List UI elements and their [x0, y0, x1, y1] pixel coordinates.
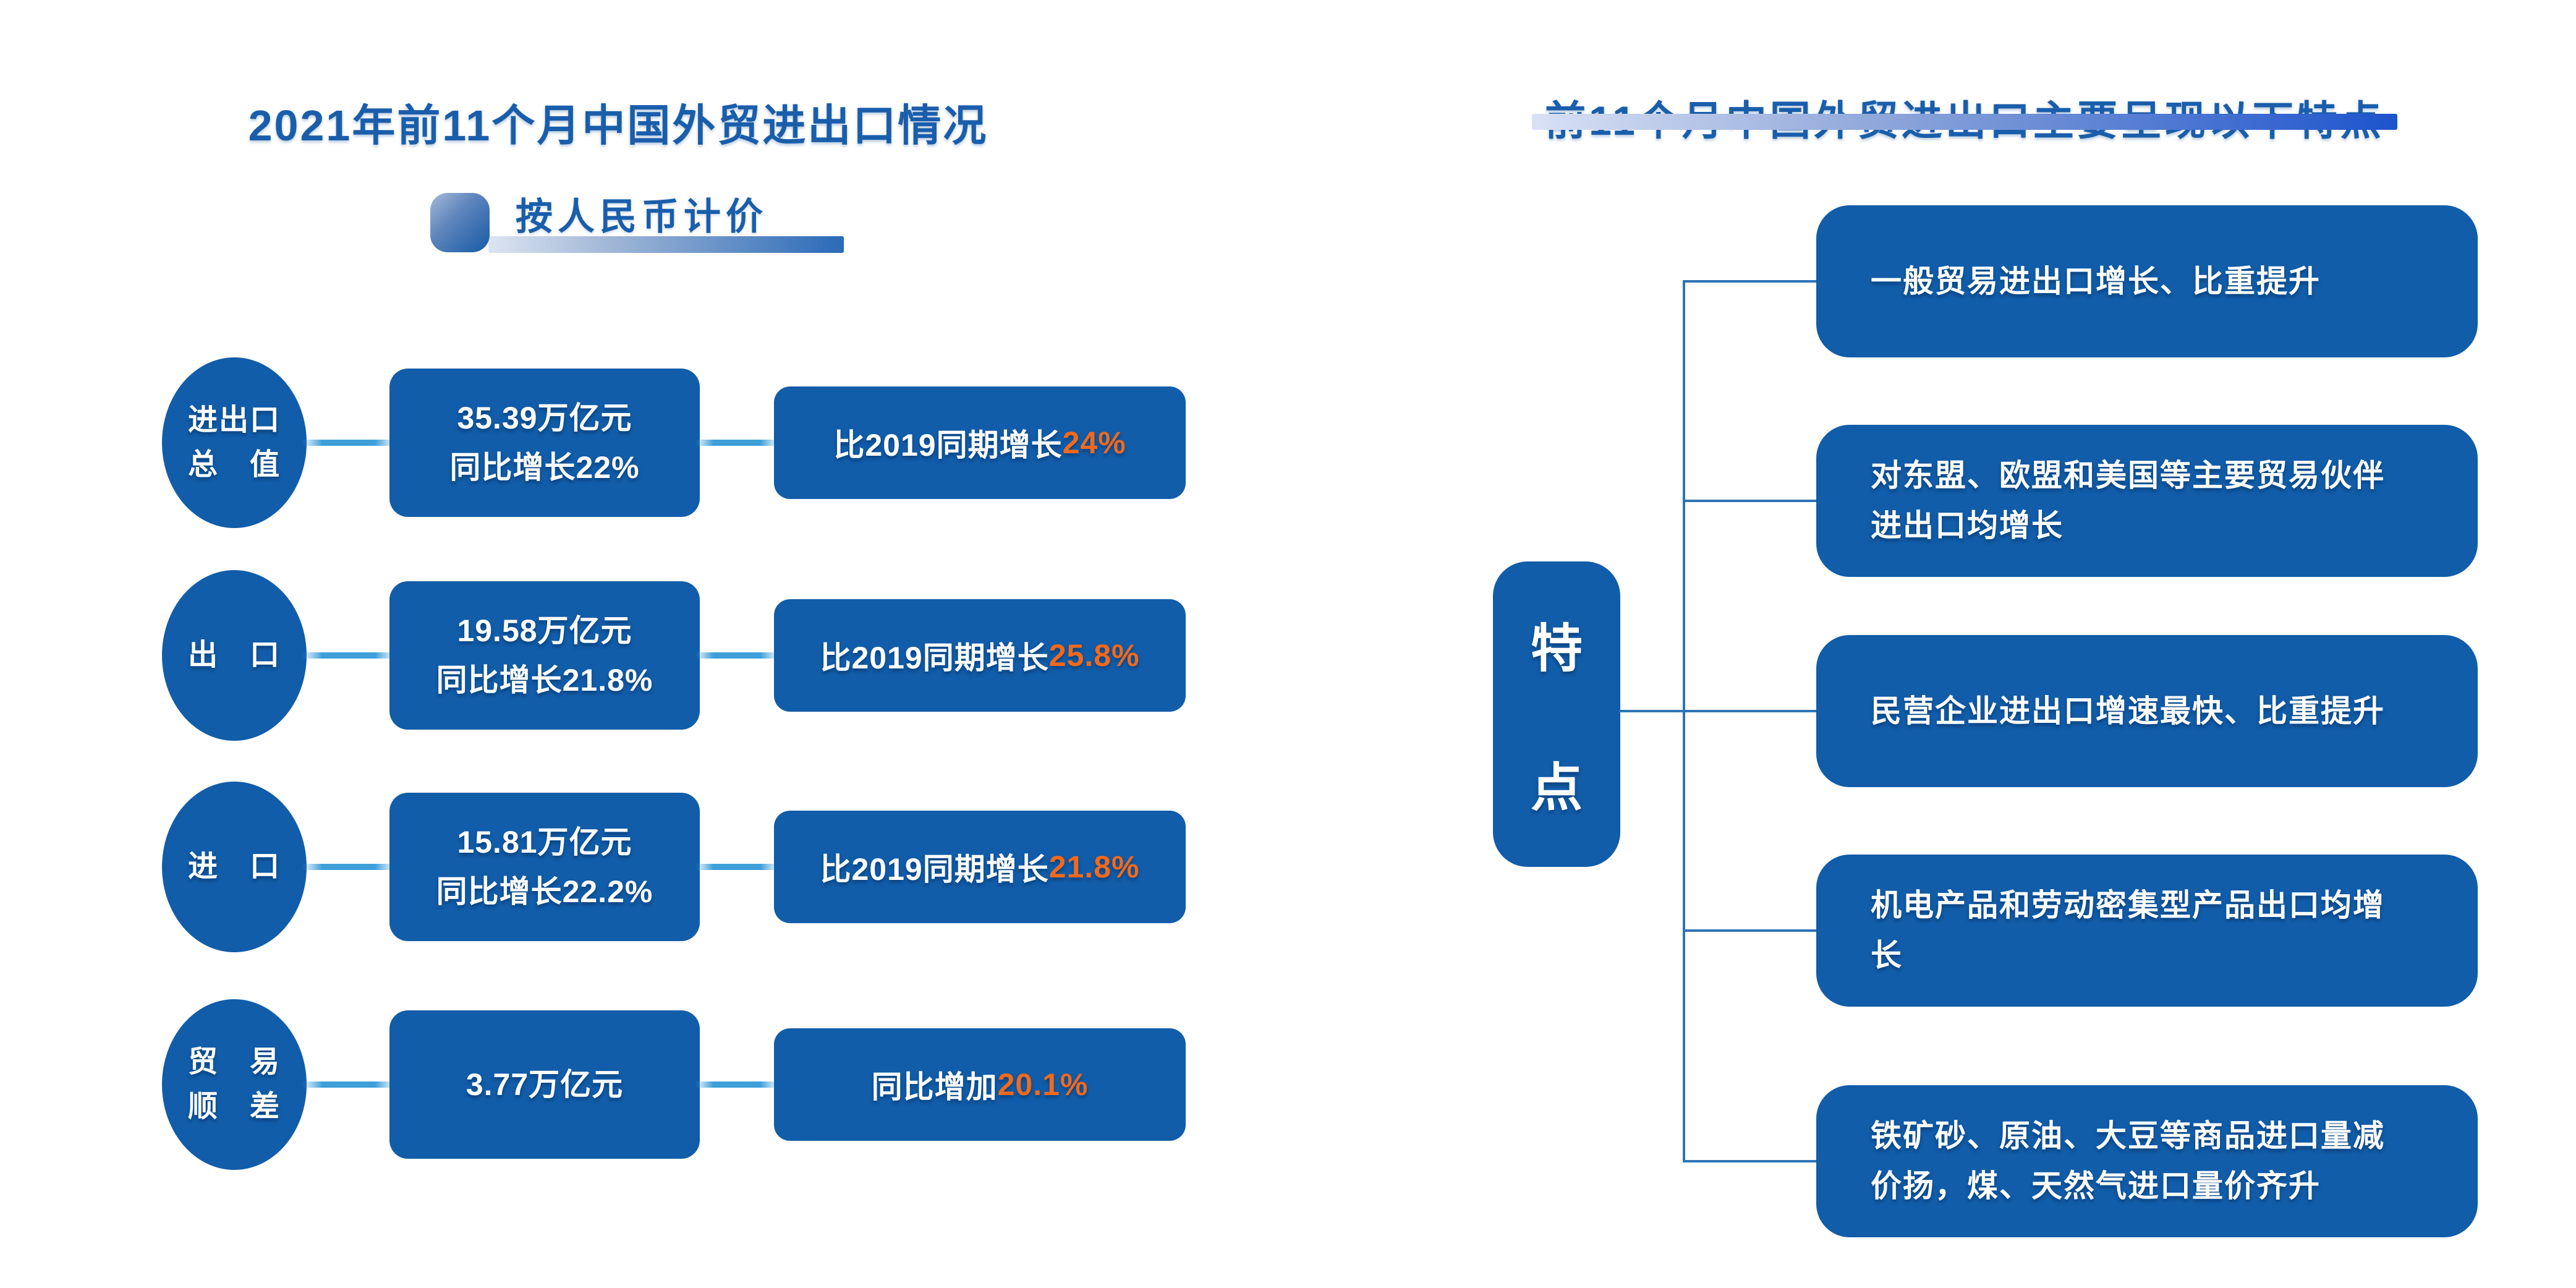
compare-prefix: 比2019同期增长 — [820, 852, 1049, 887]
root-label-char: 特 — [1530, 620, 1583, 678]
value-line: 同比增长21.8% — [436, 663, 653, 697]
value-box-total: 35.39万亿元 同比增长22% — [389, 369, 700, 517]
features-root-node: 特 点 — [1493, 561, 1620, 867]
tree-branch-line — [1684, 1160, 1817, 1162]
circle-label-line: 顺 差 — [187, 1090, 281, 1123]
feature-box-1: 一般贸易进出口增长、比重提升 — [1816, 205, 2478, 357]
compare-value: 24% — [1062, 425, 1126, 460]
compare-prefix: 同比增加 — [871, 1070, 998, 1104]
feature-box-4: 机电产品和劳动密集型产品出口均增长 — [1816, 855, 2478, 1007]
connector-line — [695, 440, 779, 446]
feature-box-5: 铁矿砂、原油、大豆等商品进口量减价扬，煤、天然气进口量价齐升 — [1816, 1085, 2478, 1237]
feature-text: 机电产品和劳动密集型产品出口均增长 — [1871, 888, 2385, 973]
circle-label-line: 总 值 — [187, 448, 281, 481]
circle-label-line: 贸 易 — [187, 1046, 281, 1078]
tree-branch-line — [1684, 929, 1817, 932]
feature-box-3: 民营企业进出口增速最快、比重提升 — [1816, 635, 2478, 787]
compare-prefix: 比2019同期增长 — [833, 428, 1063, 463]
left-title: 2021年前11个月中国外贸进出口情况 — [248, 101, 988, 150]
feature-text: 对东盟、欧盟和美国等主要贸易伙伴进出口均增长 — [1871, 458, 2385, 543]
row-circle-import: 进 口 — [162, 782, 307, 952]
connector-line — [302, 1081, 396, 1088]
row-circle-surplus: 贸 易 顺 差 — [162, 999, 307, 1170]
value-box-surplus: 3.77万亿元 — [389, 1010, 700, 1159]
feature-box-2: 对东盟、欧盟和美国等主要贸易伙伴进出口均增长 — [1816, 425, 2478, 577]
row-circle-export: 出 口 — [162, 570, 307, 741]
tree-branch-line — [1684, 500, 1817, 502]
connector-line — [302, 440, 396, 446]
feature-text: 民营企业进出口增速最快、比重提升 — [1871, 693, 2385, 728]
value-line: 同比增长22% — [449, 450, 640, 485]
value-box-export: 19.58万亿元 同比增长21.8% — [389, 581, 700, 730]
tree-root-branch-line — [1619, 710, 1817, 712]
value-line: 35.39万亿元 — [457, 401, 632, 435]
right-title-underline-bar — [1532, 114, 2397, 130]
circle-label-line: 出 口 — [187, 639, 281, 672]
tree-trunk-line — [1683, 280, 1685, 1162]
connector-line — [695, 1081, 779, 1088]
connector-line — [695, 864, 779, 870]
circle-label-line: 进 口 — [187, 850, 281, 883]
value-line: 3.77万亿元 — [465, 1067, 624, 1102]
row-circle-total: 进出口 总 值 — [162, 357, 307, 528]
circle-label-line: 进出口 — [187, 404, 281, 437]
compare-value: 21.8% — [1048, 850, 1140, 884]
connector-line — [302, 652, 396, 659]
compare-value: 20.1% — [997, 1067, 1089, 1102]
value-box-import: 15.81万亿元 同比增长22.2% — [389, 793, 700, 941]
compare-value: 25.8% — [1048, 638, 1140, 673]
feature-text: 铁矿砂、原油、大豆等商品进口量减价扬，煤、天然气进口量价齐升 — [1871, 1119, 2385, 1203]
value-line: 15.81万亿元 — [457, 825, 632, 859]
feature-text: 一般贸易进出口增长、比重提升 — [1871, 263, 2321, 299]
value-line: 同比增长22.2% — [436, 874, 653, 909]
pricing-underline-bar — [488, 236, 844, 253]
pricing-pill-icon — [430, 193, 490, 252]
tree-branch-line — [1684, 280, 1817, 283]
connector-line — [695, 652, 779, 659]
value-line: 19.58万亿元 — [457, 613, 632, 648]
connector-line — [302, 864, 396, 870]
compare-prefix: 比2019同期增长 — [820, 641, 1049, 675]
pricing-label: 按人民币计价 — [516, 196, 768, 237]
root-label-char: 点 — [1530, 759, 1583, 817]
